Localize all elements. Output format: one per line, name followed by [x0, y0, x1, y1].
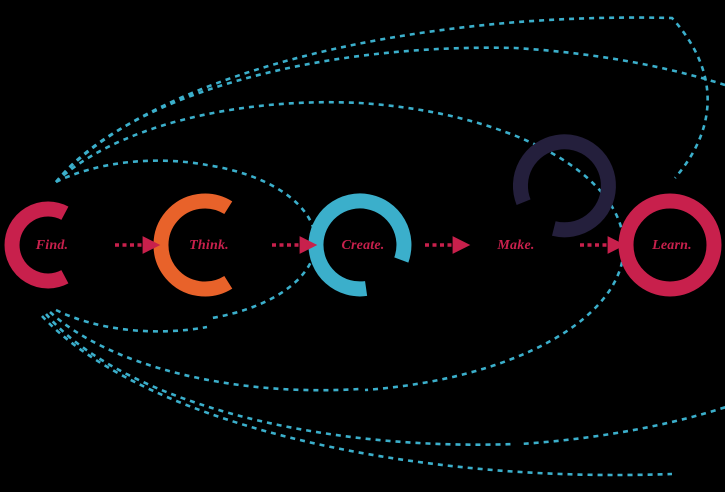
node-find-label: Find. [35, 238, 69, 253]
orbit-arc-lower-3 [45, 313, 516, 446]
node-create-ring [308, 193, 412, 297]
orbit-arc-group [41, 16, 725, 477]
orbit-arc-upper-2 [55, 100, 626, 392]
node-learn-label: Learn. [651, 238, 692, 253]
node-find-ring [4, 201, 69, 289]
node-think-label: Think. [189, 238, 229, 253]
orbit-arc-lower-2 [49, 311, 361, 392]
node-think[interactable]: Think. [153, 193, 233, 297]
node-think-ring [153, 193, 233, 297]
orbit-arc-lower-4 [41, 315, 673, 477]
node-make[interactable]: Make. [496, 134, 616, 253]
orbit-arc-lower-1 [55, 308, 208, 333]
node-learn[interactable]: Learn. [618, 193, 722, 297]
node-find[interactable]: Find. [4, 201, 69, 289]
node-learn-ring [618, 193, 722, 297]
node-make-ring [512, 134, 616, 238]
node-make-label: Make. [496, 238, 534, 253]
orbit-arc-upper-4 [55, 16, 709, 183]
node-create-label: Create. [341, 238, 384, 253]
node-create[interactable]: Create. [308, 193, 412, 297]
orbit-arc-upper-1 [55, 159, 317, 320]
